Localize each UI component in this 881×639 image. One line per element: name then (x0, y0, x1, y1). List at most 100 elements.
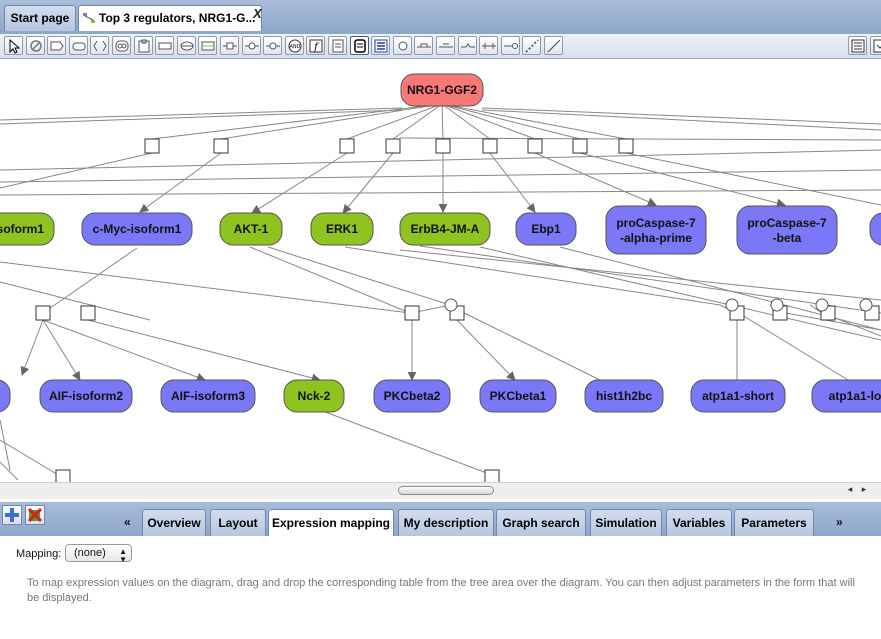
tab-expression-mapping[interactable]: Expression mapping (268, 509, 394, 538)
node-row2-1[interactable]: AIF-isoform3 (160, 379, 256, 413)
node-row2-2[interactable]: Nck-2 (283, 379, 345, 413)
reaction-node[interactable] (339, 138, 355, 154)
node-row2-4[interactable]: PKCbeta1 (479, 379, 557, 413)
modifier-node[interactable] (725, 298, 739, 312)
line-tool-button[interactable] (544, 36, 563, 55)
reaction-node[interactable] (484, 469, 500, 482)
edge (441, 103, 581, 140)
node-row1-7[interactable]: proCaspase-7-beta (736, 205, 838, 255)
tab-diagram[interactable]: Top 3 regulators, NRG1-G... (78, 5, 262, 31)
ellipse-tool-button[interactable] (68, 36, 88, 55)
text-block-tool-button[interactable] (371, 36, 391, 55)
settings-button[interactable] (870, 36, 881, 55)
reaction-node[interactable] (618, 138, 634, 154)
node-row1-4-label: ErbB4-JM-A (411, 222, 480, 236)
edge (251, 152, 348, 214)
list-button[interactable] (848, 36, 867, 55)
reaction-node[interactable] (404, 305, 420, 321)
node-row1-1[interactable]: c-Myc-isoform1 (81, 212, 193, 246)
reaction-node[interactable] (80, 305, 96, 321)
reaction-node[interactable] (385, 138, 401, 154)
add-icon[interactable] (2, 505, 22, 525)
scrollbar-thumb[interactable] (398, 486, 494, 495)
tab-graph-search[interactable]: Graph search (496, 509, 586, 536)
node-row1-3[interactable]: ERK1 (310, 212, 374, 246)
reaction-node[interactable] (213, 138, 229, 154)
bracket-tool-button[interactable] (90, 36, 110, 55)
edge (0, 189, 881, 196)
modifier-node[interactable] (770, 298, 784, 312)
reaction-node[interactable] (482, 138, 498, 154)
tab-layout[interactable]: Layout (210, 509, 266, 536)
reaction-node[interactable] (35, 305, 51, 321)
dash-node-tool-button[interactable] (220, 36, 239, 55)
remove-icon[interactable] (25, 505, 45, 525)
connector-e-tool-button[interactable] (500, 36, 520, 55)
node-row2-5[interactable]: hist1h2bc (584, 379, 664, 413)
node-row1-6[interactable]: proCaspase-7-alpha-prime (605, 205, 707, 255)
no-entry-tool-button[interactable] (25, 36, 45, 55)
modifier-node[interactable] (444, 298, 458, 312)
dot-node-tool-button[interactable] (263, 36, 283, 55)
note-tool-button[interactable] (328, 36, 347, 55)
connector-c-icon (460, 43, 475, 48)
scroll-right-arrow[interactable]: ▸ (861, 484, 867, 494)
reaction-node[interactable] (572, 138, 588, 154)
and-gate-tool-button[interactable]: AND (284, 36, 304, 55)
box-tool-button[interactable] (198, 36, 218, 55)
dotted-line-tool-button[interactable] (522, 36, 542, 55)
node-row2-7[interactable]: atp1a1-lo (811, 379, 881, 413)
node-row1-0[interactable]: isoform1 (0, 212, 55, 246)
tab-overview[interactable]: Overview (142, 509, 206, 536)
complex-tool-button[interactable] (112, 36, 131, 55)
rectangle-icon (158, 42, 172, 50)
node-root-label: NRG1-GGF2 (407, 83, 477, 97)
connector-b-tool-button[interactable] (436, 36, 455, 55)
tab-simulation[interactable]: Simulation (590, 509, 662, 536)
diagram-graph[interactable]: NRG1-GGF2 isoform1 c-Myc-isoform1 AKT-1 ERK1… (0, 62, 881, 482)
connector-c-tool-button[interactable] (457, 36, 477, 55)
node-row2-3[interactable]: PKCbeta2 (373, 379, 451, 413)
close-tab-icon[interactable]: X (253, 6, 262, 21)
reaction-node[interactable] (435, 138, 451, 154)
node-root[interactable]: NRG1-GGF2 (400, 73, 484, 107)
node-row1-cut[interactable] (869, 212, 881, 246)
tab-my-description[interactable]: My description (398, 509, 494, 536)
scroll-left-arrow[interactable]: ◂ (847, 484, 853, 494)
node-row1-2[interactable]: AKT-1 (219, 212, 283, 246)
reaction-node[interactable] (144, 138, 160, 154)
select-tool-button[interactable] (4, 36, 23, 55)
tab-start-page[interactable]: Start page (4, 5, 76, 31)
edge (481, 109, 881, 131)
edge (139, 152, 222, 213)
edge (0, 152, 153, 189)
modifier-node[interactable] (815, 298, 829, 312)
node-row2-6[interactable]: atp1a1-short (690, 379, 786, 413)
tabs-scroll-right[interactable]: » (836, 515, 843, 529)
node-row2-cut[interactable] (0, 379, 11, 413)
tab-parameters[interactable]: Parameters (734, 509, 814, 536)
connector-a-tool-button[interactable] (414, 36, 434, 55)
reaction-node[interactable] (527, 138, 543, 154)
diagram-canvas[interactable]: NRG1-GGF2 isoform1 c-Myc-isoform1 AKT-1 ERK1… (0, 62, 881, 482)
function-tool-button[interactable]: f (306, 36, 326, 55)
node-row2-0[interactable]: AIF-isoform2 (39, 379, 133, 413)
connector-d-tool-button[interactable] (479, 36, 499, 55)
tabs-scroll-left[interactable]: « (124, 515, 131, 529)
horizontal-scrollbar[interactable]: ◂ ▸ (0, 482, 881, 499)
modifier-node[interactable] (859, 298, 873, 312)
edge (392, 103, 443, 140)
circle-node-tool-button[interactable] (392, 36, 412, 55)
tag-tool-button[interactable] (47, 36, 67, 55)
note-active-tool-button[interactable] (349, 36, 369, 55)
node-row1-4[interactable]: ErbB4-JM-A (399, 212, 491, 246)
mapping-select[interactable]: (none) ▲▼ (65, 544, 132, 564)
rectangle-tool-button[interactable] (155, 36, 175, 55)
ellipse-icon (72, 42, 86, 51)
lens-tool-button[interactable] (176, 36, 196, 55)
reaction-node[interactable] (55, 469, 71, 482)
clipboard-tool-button[interactable] (133, 36, 153, 55)
node-row1-5[interactable]: Ebp1 (515, 212, 577, 246)
dot-node-tool-button[interactable] (241, 36, 261, 55)
tab-variables[interactable]: Variables (666, 509, 732, 536)
